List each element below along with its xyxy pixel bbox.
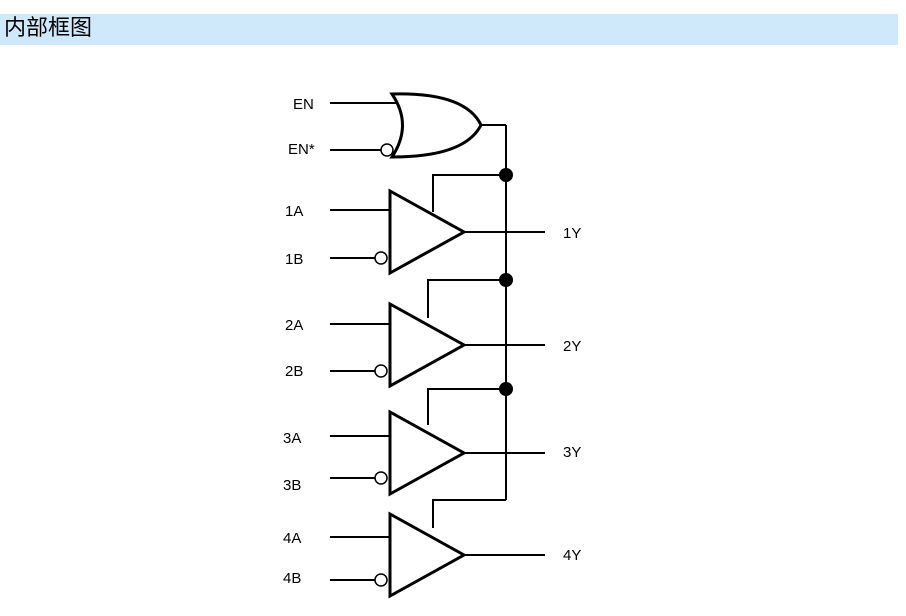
label-3y: 3Y [563, 444, 581, 461]
receiver-2 [388, 301, 468, 389]
label-1a: 1A [285, 203, 303, 220]
enable-tap-3 [427, 388, 506, 425]
label-4y: 4Y [563, 547, 581, 564]
label-en-star: EN* [288, 141, 315, 158]
input-4b-bubble [374, 573, 388, 587]
input-2b-bubble [374, 364, 388, 378]
label-2b: 2B [285, 363, 303, 380]
receiver-4 [388, 511, 468, 599]
label-4a: 4A [283, 530, 301, 547]
label-1y: 1Y [563, 225, 581, 242]
label-1b: 1B [285, 251, 303, 268]
label-3a: 3A [283, 430, 301, 447]
label-2y: 2Y [563, 338, 581, 355]
label-4b: 4B [283, 570, 301, 587]
receiver-3 [388, 409, 468, 497]
label-3b: 3B [283, 477, 301, 494]
label-en: EN [293, 96, 314, 113]
enable-tap-2 [427, 279, 506, 318]
or-gate [389, 92, 483, 159]
input-1b-bubble [374, 251, 388, 265]
section-header-bar: 内部框图 [0, 14, 898, 45]
en-star-inversion-bubble [380, 143, 394, 157]
enable-tap-1 [432, 174, 506, 212]
section-title: 内部框图 [4, 16, 93, 41]
input-3b-bubble [374, 471, 388, 485]
enable-tap-4 [432, 499, 506, 528]
label-2a: 2A [285, 317, 303, 334]
receiver-1 [388, 188, 468, 276]
